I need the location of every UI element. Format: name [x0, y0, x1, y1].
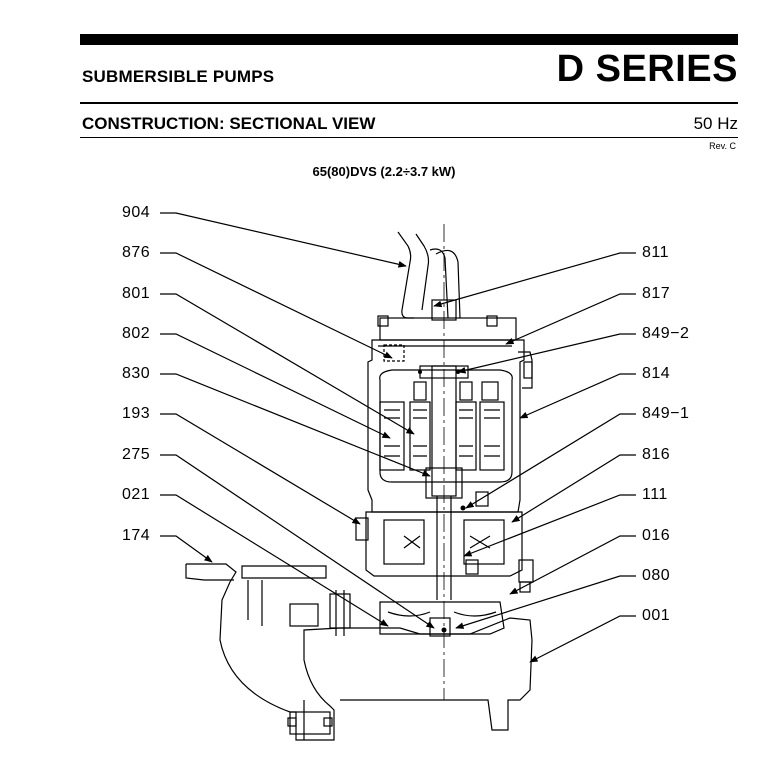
divider-rule — [80, 102, 738, 104]
part-label-174: 174 — [122, 527, 151, 544]
part-label-801: 801 — [122, 285, 151, 302]
part-label-849-2: 849−2 — [642, 325, 690, 342]
part-label-275: 275 — [122, 446, 151, 463]
part-label-904: 904 — [122, 204, 151, 221]
leader-lines-left — [160, 212, 435, 629]
part-label-849-1: 849−1 — [642, 405, 690, 422]
revision-label: Rev. C — [709, 141, 736, 151]
series-title: D SERIES — [556, 48, 738, 90]
part-label-811: 811 — [642, 244, 670, 261]
part-label-016: 016 — [642, 527, 671, 544]
part-label-876: 876 — [122, 244, 151, 261]
fastener-details — [418, 370, 466, 633]
bearing-bracket — [355, 491, 534, 593]
part-label-193: 193 — [122, 405, 151, 422]
leader-lines-right — [433, 252, 636, 663]
power-cable — [397, 231, 461, 319]
frequency-label: 50 Hz — [693, 114, 738, 133]
part-label-021: 021 — [122, 486, 151, 503]
header-bar — [80, 34, 738, 45]
divider-rule — [80, 137, 738, 139]
part-label-080: 080 — [642, 567, 671, 584]
part-label-817: 817 — [642, 285, 671, 302]
part-label-001: 001 — [642, 607, 671, 624]
pump-casing — [185, 563, 533, 741]
part-label-802: 802 — [122, 325, 151, 342]
part-label-816: 816 — [642, 446, 671, 463]
part-label-830: 830 — [122, 365, 151, 382]
part-label-814: 814 — [642, 365, 671, 382]
category-label: SUBMERSIBLE PUMPS — [82, 67, 275, 86]
section-title: CONSTRUCTION: SECTIONAL VIEW — [82, 114, 376, 133]
stator-windings — [379, 369, 513, 483]
model-caption: 65(80)DVS (2.2÷3.7 kW) — [312, 164, 456, 179]
part-label-111: 111 — [642, 486, 668, 503]
